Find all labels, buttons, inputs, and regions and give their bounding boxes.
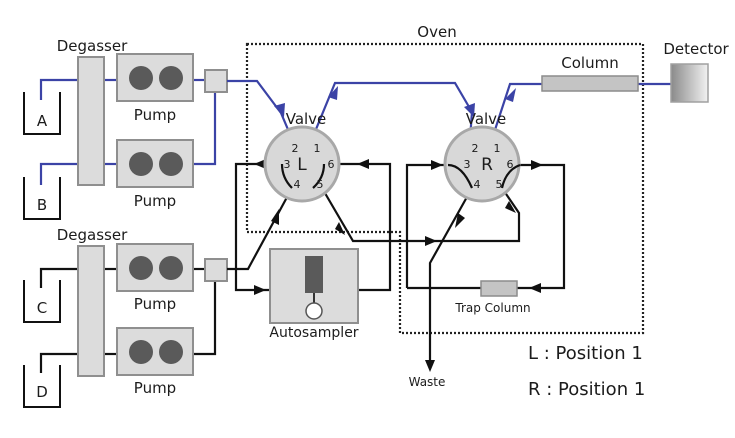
r-port-4: 4 [474, 178, 481, 191]
solvent-a-label: A [37, 112, 48, 130]
mixer-top [204, 69, 228, 93]
l-port-6: 6 [328, 158, 335, 171]
arrow-to-r5 [505, 201, 516, 213]
trap-column [480, 280, 518, 297]
r-port-6: 6 [507, 158, 514, 171]
line-pump4-mixer [193, 281, 217, 356]
l-port-1: 1 [314, 142, 321, 155]
arrow-from-l1 [328, 86, 338, 100]
solvent-c: C [23, 280, 61, 323]
valve-r-title: Valve [466, 110, 507, 128]
line-r6-to-trap [517, 163, 566, 290]
line-l5-to-r5 [321, 187, 521, 243]
l-valve-internal-6-5 [312, 163, 326, 189]
arrow-to-autosampler [254, 285, 266, 295]
oven-enclosure [245, 42, 645, 335]
line-mixer-to-l2 [227, 79, 282, 114]
line-trap-to-r3 [405, 163, 448, 288]
r-valve-internal-3-4 [447, 163, 474, 189]
legend-r-position: R : Position 1 [528, 379, 645, 400]
r-port-2: 2 [472, 142, 479, 155]
line-d-degasser [39, 352, 78, 373]
pump-2: Pump [116, 139, 194, 210]
arrow-from-l3 [254, 159, 266, 169]
pump-1-label: Pump [134, 106, 176, 124]
l-port-2: 2 [292, 142, 299, 155]
valve-r-id: R [481, 155, 493, 175]
valve-r: R 2 1 3 6 4 5 [443, 125, 521, 203]
arrow-to-l6 [357, 159, 369, 169]
solvent-a: A [23, 92, 61, 135]
pump-3: Pump [116, 243, 194, 313]
line-l1-to-r2 [310, 81, 473, 140]
line-r1-to-column [490, 82, 542, 140]
arrow-to-trap [529, 283, 541, 293]
pump-2-label: Pump [134, 192, 176, 210]
degasser-bottom [77, 245, 105, 377]
trap-column-label: Trap Column [454, 301, 530, 315]
arrow-from-r1 [505, 88, 516, 102]
valve-l-id: L [297, 155, 307, 175]
arrow-to-l4 [271, 209, 279, 225]
solvent-d-label: D [36, 383, 48, 401]
pump-4: Pump [116, 327, 194, 397]
valve-l: L 2 1 3 6 4 5 [263, 125, 341, 203]
r-port-5: 5 [496, 178, 503, 191]
pump-4-label: Pump [134, 379, 176, 397]
l-valve-internal-3-4 [280, 163, 293, 189]
arrow-mid-l5-r5 [425, 236, 437, 246]
detector-label: Detector [663, 40, 729, 58]
solvent-d: D [23, 365, 61, 408]
arrow-to-waste [425, 360, 435, 372]
degasser-bottom-label: Degasser [57, 226, 128, 244]
line-a-degasser [39, 78, 78, 100]
line-b-degasser [39, 162, 78, 185]
autosampler [269, 248, 359, 324]
autosampler-label: Autosampler [269, 325, 358, 341]
solvent-b-label: B [37, 196, 47, 214]
arrow-from-l5 [335, 222, 345, 235]
degasser-top [77, 56, 105, 186]
solvent-c-label: C [37, 299, 47, 317]
oven-label: Oven [417, 23, 456, 41]
line-c-degasser [39, 267, 78, 288]
pump-3-label: Pump [134, 295, 176, 313]
column-label: Column [561, 54, 618, 72]
r-valve-internal-6-5 [500, 163, 521, 189]
detector [670, 63, 709, 103]
line-pump2-mixer [193, 91, 217, 166]
l-port-3: 3 [284, 158, 291, 171]
arrow-to-r3 [431, 160, 443, 170]
line-r4-to-waste [428, 187, 473, 365]
waste-label: Waste [409, 375, 446, 389]
degasser-top-label: Degasser [57, 37, 128, 55]
mixer-bottom [204, 258, 228, 282]
arrow-from-r6 [531, 160, 543, 170]
valve-l-title: Valve [286, 110, 327, 128]
pump-1: Pump [116, 53, 194, 124]
l-port-5: 5 [317, 178, 324, 191]
column [541, 75, 639, 92]
r-port-1: 1 [494, 142, 501, 155]
arrow-from-r4 [455, 213, 465, 228]
l-port-4: 4 [294, 178, 301, 191]
solvent-b: B [23, 177, 61, 220]
r-port-3: 3 [464, 158, 471, 171]
legend-l-position: L : Position 1 [528, 343, 643, 364]
